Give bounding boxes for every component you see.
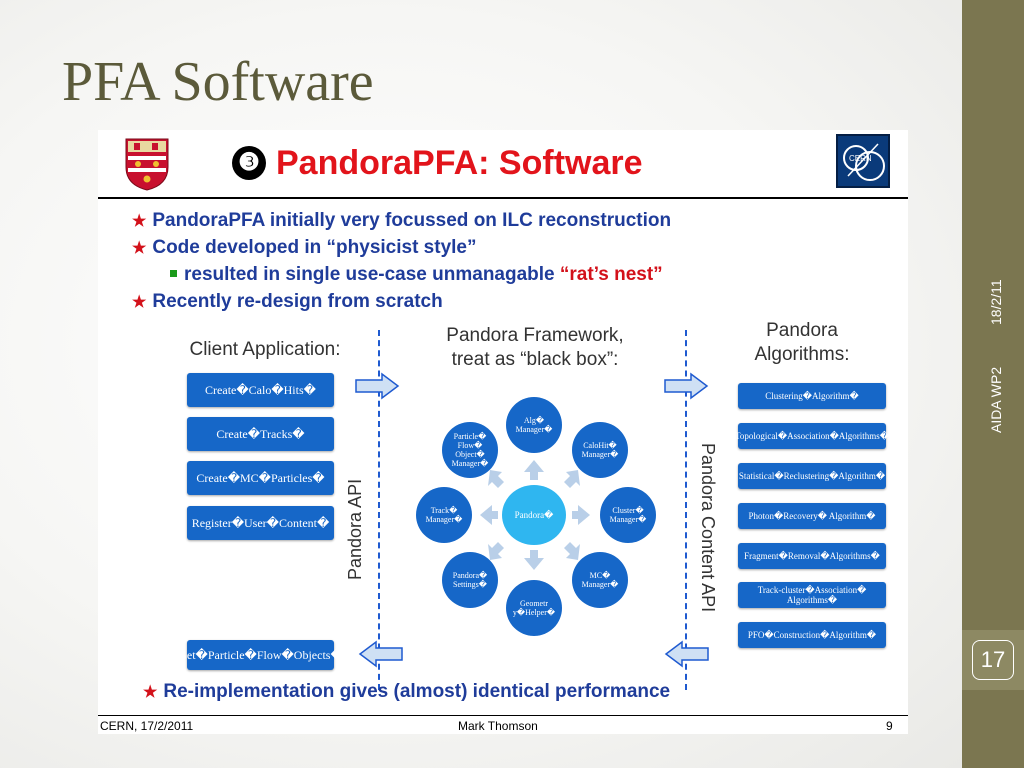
page-number: 17 [972,640,1014,680]
footer-center: Mark Thomson [458,719,538,733]
geometry-helper-node: Geometr y�Helper� [506,580,562,636]
svg-text:CERN: CERN [849,154,872,163]
heading-text: PandoraPFA: Software [276,144,643,182]
bullet-2: ★Code developed in “physicist style” [132,237,477,258]
cern-rings-icon: CERN [843,143,885,181]
mc-manager-node: MC� Manager� [572,552,628,608]
framework-label: Pandora Framework, treat as “black box”: [446,325,624,370]
pfo-manager-node: Particle� Flow� Object� Manager� [442,422,498,478]
pandora-content-api-divider [685,330,687,690]
register-user-content-box: Register�User�Content� [187,506,334,540]
photon-recovery-box: Photon�Recovery� Algorithm� [738,503,886,529]
algorithms-label: Pandora Algorithms: [754,320,850,365]
star-bullet-icon: ★ [132,294,147,311]
cluster-manager-node: Cluster� Manager� [600,487,656,543]
topological-association-box: Topological�Association�Algorithms� [735,423,889,449]
slide-heading: ❸ PandoraPFA: Software [232,144,643,183]
slide-title: PFA Software [62,51,374,113]
bottom-bullet: ★Re-implementation gives (almost) identi… [143,681,671,702]
pandora-core-node: Pandora� [502,485,566,545]
clustering-algorithm-box: Clustering�Algorithm� [738,383,886,409]
sub-bullet: resulted in single use-case unmanagable … [170,264,663,286]
statistical-reclustering-box: Statistical�Reclustering�Algorithm� [738,463,886,489]
pandora-content-api-label: Pandora Content API [698,443,718,613]
create-tracks-box: Create�Tracks� [187,417,334,451]
page-number-badge: 17 [962,630,1024,690]
pfo-construction-box: PFO�Construction�Algorithm� [738,622,886,648]
calohit-manager-node: CaloHit� Manager� [572,422,628,478]
get-particle-flow-objects-box: Get�Particle�Flow�Objects� [178,640,343,670]
pandora-api-divider [378,330,380,690]
footer-right: 9 [886,719,893,733]
alg-manager-node: Alg� Manager� [506,397,562,453]
track-manager-node: Track� Manager� [416,487,472,543]
pandora-settings-node: Pandora� Settings� [442,552,498,608]
arrow-left-icon [358,640,403,668]
heading-number: ❸ [232,146,266,180]
heading-rule [98,197,908,199]
track-cluster-association-box: Track-cluster�Association� Algorithms� [738,582,886,608]
square-bullet-icon [170,270,177,277]
slide-footer: CERN, 17/2/2011 Mark Thomson 9 [98,717,908,734]
footer-rule [98,715,908,716]
footer-left: CERN, 17/2/2011 [100,719,194,733]
hub-connector-arrows [480,460,590,570]
cern-logo-icon: CERN [836,134,890,188]
pandora-api-label: Pandora API [345,478,365,580]
create-mc-particles-box: Create�MC�Particles� [187,461,334,495]
client-application-label: Client Application: [189,339,341,360]
arrow-left-icon [664,640,709,668]
bullet-3: ★Recently re-design from scratch [132,291,443,312]
sidebar-project: AIDA WP2 [988,366,1004,433]
cambridge-crest-icon [125,138,169,191]
create-calo-hits-box: Create�Calo�Hits� [187,373,334,407]
star-bullet-icon: ★ [132,213,147,230]
arrow-right-icon [355,372,400,400]
fragment-removal-box: Fragment�Removal�Algorithms� [738,543,886,569]
bullet-1: ★PandoraPFA initially very focussed on I… [132,210,672,231]
arrow-right-icon [664,372,709,400]
star-bullet-icon: ★ [132,240,147,257]
star-bullet-icon: ★ [143,684,158,701]
